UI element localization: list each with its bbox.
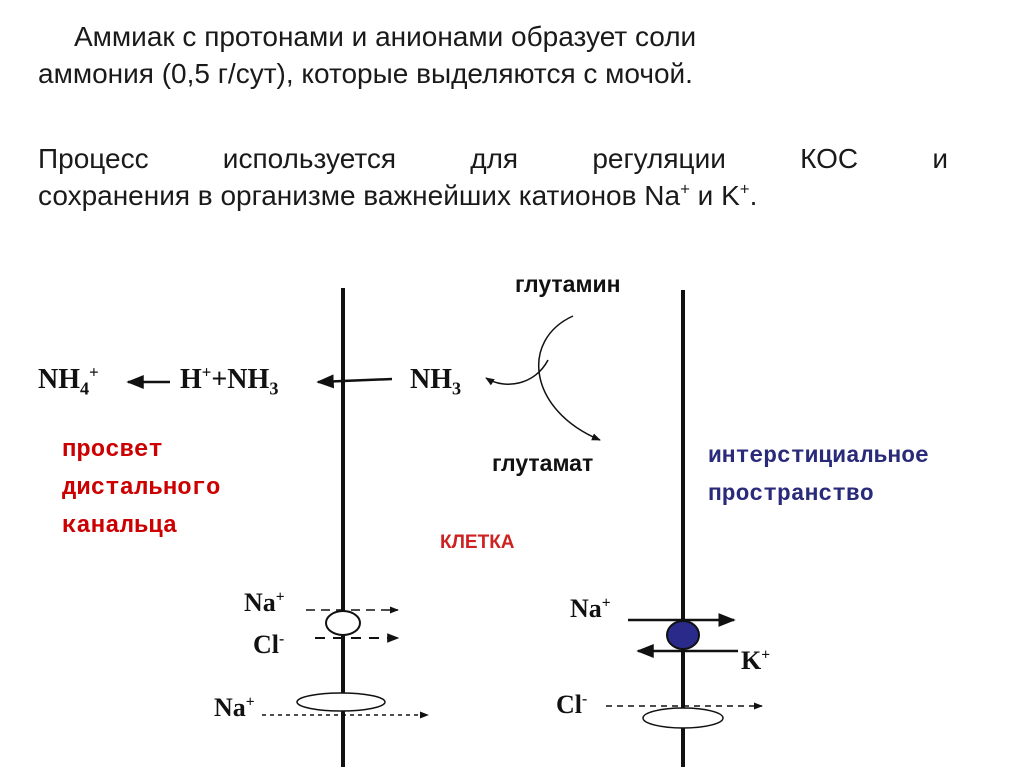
na-k-pump: [666, 620, 700, 650]
process-line-1: Процесс используется для регуляции КОС и: [38, 143, 948, 174]
left-cl-sup: -: [279, 630, 285, 648]
right-na-label: Na+: [570, 594, 611, 624]
left-na1-sup: +: [275, 588, 285, 606]
na-channel-left: [296, 692, 386, 712]
nh4-sup: +: [89, 362, 99, 382]
left-na-label-1: Na+: [244, 588, 285, 618]
left-na1-base: Na: [244, 588, 276, 617]
nh4-base: NH: [38, 364, 80, 395]
k-superscript: +: [739, 179, 750, 199]
nh3-base: NH: [410, 364, 452, 395]
process-line-2: сохранения в организме важнейших катионо…: [38, 177, 948, 214]
nh3-rest: +NH: [211, 364, 270, 395]
process-line-2-text: сохранения в организме важнейших катионо…: [38, 180, 681, 211]
glutamate-label: глутамат: [492, 450, 594, 476]
intro-paragraph: Аммиак с протонами и анионами образует с…: [38, 18, 988, 92]
right-na-base: Na: [570, 594, 602, 623]
intro-line-2: аммония (0,5 г/сут), которые выделяются …: [38, 58, 693, 89]
right-cl-label: Cl-: [556, 690, 587, 720]
arrow-nh3-to-lumen: [316, 374, 393, 389]
right-cl-base: Cl: [556, 690, 582, 719]
glutamine-label: глутамин: [515, 271, 621, 297]
nh3-sub: 3: [452, 378, 462, 399]
right-k-sup: +: [761, 646, 771, 664]
right-na-sup: +: [601, 594, 611, 612]
process-line-2-mid: и K: [689, 180, 740, 211]
intro-line-1: Аммиак с протонами и анионами образует с…: [74, 21, 697, 52]
right-k-label: K+: [741, 646, 770, 676]
left-na-label-2: Na+: [214, 693, 255, 723]
lumen-line-1: просвет: [62, 437, 163, 464]
left-cl-base: Cl: [253, 630, 279, 659]
nh3-sub-left: 3: [269, 378, 279, 399]
process-paragraph: Процесс используется для регуляции КОС и…: [38, 140, 948, 214]
right-k-base: K: [741, 646, 762, 675]
h-sup: +: [201, 362, 212, 382]
nh3-cell-label: NH3: [410, 364, 462, 399]
interstitial-line-2: пространство: [708, 481, 874, 507]
curve-nh3-arrow: [485, 359, 549, 386]
interstitial-line-1: интерстициальное: [708, 443, 929, 469]
h-plus-nh3-label: H++NH3: [180, 362, 279, 399]
nh4-sub: 4: [80, 378, 90, 399]
lumen-line-2: дистального: [62, 475, 221, 502]
cl-channel-right: [642, 707, 724, 729]
curve-main-arrow: [538, 315, 601, 441]
na-cl-cotransporter: [325, 610, 361, 636]
left-cl-label: Cl-: [253, 630, 284, 660]
lumen-line-3: канальца: [62, 513, 178, 540]
interstitial-label: интерстициальное пространство: [708, 437, 929, 513]
h-base: H: [180, 364, 202, 395]
lumen-label: просвет дистального канальца: [62, 432, 220, 546]
process-line-2-end: .: [749, 180, 758, 211]
nh4-label: NH4+: [38, 362, 99, 399]
left-na2-base: Na: [214, 693, 246, 722]
left-na2-sup: +: [245, 693, 255, 711]
right-cl-sup: -: [582, 690, 588, 708]
cell-label: КЛЕТКА: [440, 532, 515, 553]
na-superscript: +: [680, 179, 690, 199]
